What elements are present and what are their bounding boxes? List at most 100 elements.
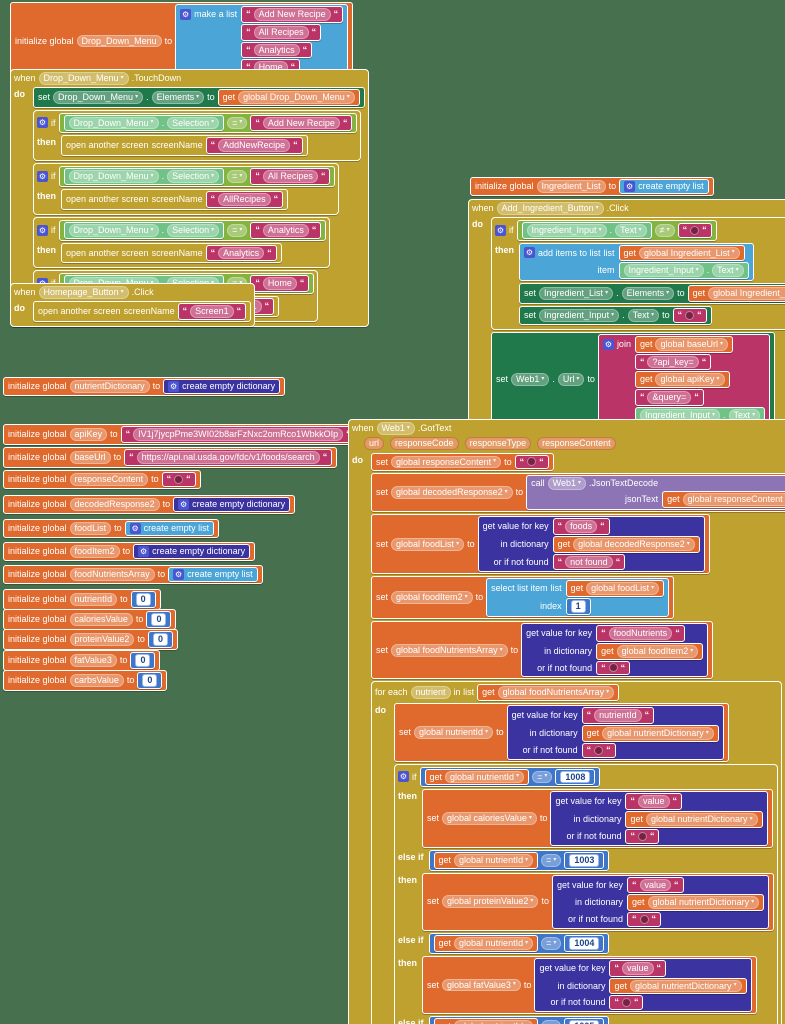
name-field[interactable]: Drop_Down_Menu — [76, 34, 162, 48]
number[interactable]: 0 — [147, 631, 173, 648]
mutator-gear-icon[interactable]: ⚙ — [173, 569, 185, 580]
dropdown-field[interactable]: Drop_Down_Menu▾ — [68, 170, 159, 183]
dropdown-field[interactable]: Drop_Down_Menu▾ — [53, 90, 144, 104]
mutator-gear-icon[interactable]: ⚙ — [138, 546, 150, 557]
dropdown-field[interactable]: =▾ — [541, 853, 562, 867]
name-field[interactable]: decodedResponse2 — [69, 498, 160, 511]
name-field[interactable]: baseUrl — [69, 451, 111, 464]
text-string[interactable]: “Home“ — [250, 275, 310, 293]
name-field[interactable]: IV1j7jycpPme3WI02b8arFzNxc2omRco1WbkkOIp — [133, 428, 344, 441]
name-field[interactable]: responseType — [464, 436, 532, 450]
dropdown-field[interactable]: global baseUrl▾ — [655, 337, 729, 351]
name-field[interactable]: AllRecipes — [218, 192, 271, 206]
number-field[interactable]: 1003 — [569, 853, 600, 867]
logic-equals[interactable]: Drop_Down_Menu▾.Selection▾=▾“Analytics“ — [58, 219, 327, 241]
number-field[interactable]: 0 — [152, 633, 168, 646]
create-empty-dictionary[interactable]: ⚙create empty dictionary — [173, 497, 291, 512]
name-field[interactable]: proteinValue2 — [69, 633, 135, 646]
empty-string[interactable]: ““ — [161, 472, 196, 487]
dropdown-field[interactable]: global foodNutrientsArray▾ — [391, 643, 508, 657]
name-field[interactable]: Add New Recipe — [253, 8, 331, 21]
name-field[interactable]: value — [639, 878, 672, 892]
number[interactable]: 1003 — [564, 851, 605, 869]
number[interactable]: 1005 — [564, 1018, 605, 1024]
text-string[interactable]: “nutrientId“ — [581, 707, 655, 724]
dropdown-field[interactable]: Drop_Down_Menu▾ — [38, 72, 129, 85]
dropdown-field[interactable]: Selection▾ — [167, 170, 220, 183]
text-string[interactable]: “&query=“ — [634, 389, 704, 406]
dropdown-field[interactable]: global proteinValue2▾ — [442, 895, 539, 909]
name-field[interactable]: https://api.nal.usda.gov/fdc/v1/foods/se… — [136, 451, 320, 464]
number-field[interactable]: 1005 — [569, 1020, 600, 1024]
logic-equals[interactable]: Drop_Down_Menu▾.Selection▾=▾“Add New Rec… — [58, 112, 358, 134]
name-field[interactable]: responseContent — [537, 436, 616, 450]
number-field[interactable]: 1008 — [560, 770, 591, 784]
empty-string[interactable]: ““ — [596, 660, 631, 676]
name-field[interactable]: nutrientId — [594, 709, 642, 722]
number-field[interactable]: 0 — [135, 654, 151, 667]
name-field[interactable]: Add New Recipe — [262, 116, 340, 130]
dropdown-field[interactable]: Add_Ingredient_Button▾ — [496, 202, 604, 215]
name-field[interactable]: foodItem2 — [69, 545, 120, 558]
create-empty-list[interactable]: ⚙create empty list — [124, 521, 215, 536]
number[interactable]: 0 — [130, 652, 156, 669]
dropdown-field[interactable]: global nutrientId▾ — [454, 936, 534, 950]
text-string[interactable]: “IV1j7jycpPme3WI02b8arFzNxc2omRco1WbkkOI… — [120, 426, 356, 443]
mutator-gear-icon[interactable]: ⚙ — [180, 8, 192, 20]
text-string[interactable]: “AllRecipes“ — [205, 190, 284, 208]
empty-string[interactable]: ““ — [677, 222, 712, 238]
get-value-for-key[interactable]: get value for key“nutrientId“in dictiona… — [506, 705, 724, 760]
dropdown-field[interactable]: Web1▾ — [511, 373, 550, 387]
dropdown-field[interactable]: Ingredient_Input▾ — [623, 264, 704, 278]
dropdown-field[interactable]: Text▾ — [627, 308, 660, 322]
name-field[interactable]: Analytics — [218, 246, 265, 260]
dropdown-field[interactable]: Selection▾ — [167, 116, 220, 130]
empty-string[interactable]: ““ — [625, 828, 660, 844]
dropdown-field[interactable]: global foodNutrientsArray▾ — [497, 686, 615, 700]
text-string[interactable]: “value“ — [627, 876, 684, 894]
text-string[interactable]: “Screen1“ — [177, 302, 247, 320]
empty-string[interactable]: ““ — [672, 307, 707, 323]
name-field[interactable]: foodNutrients — [608, 626, 673, 640]
dropdown-field[interactable]: global foodList▾ — [391, 537, 465, 551]
create-empty-list[interactable]: ⚙create empty list — [168, 567, 258, 582]
empty-string[interactable]: ““ — [514, 454, 549, 470]
mutator-gear-icon[interactable]: ⚙ — [178, 499, 190, 510]
dropdown-field[interactable]: Ingredient_Input▾ — [526, 223, 607, 237]
name-field[interactable]: value — [637, 795, 670, 809]
mutator-gear-icon[interactable]: ⚙ — [624, 181, 636, 192]
mutator-gear-icon[interactable]: ⚙ — [524, 247, 535, 259]
component-property-getter[interactable]: Ingredient_Input▾.Text▾ — [618, 262, 749, 280]
